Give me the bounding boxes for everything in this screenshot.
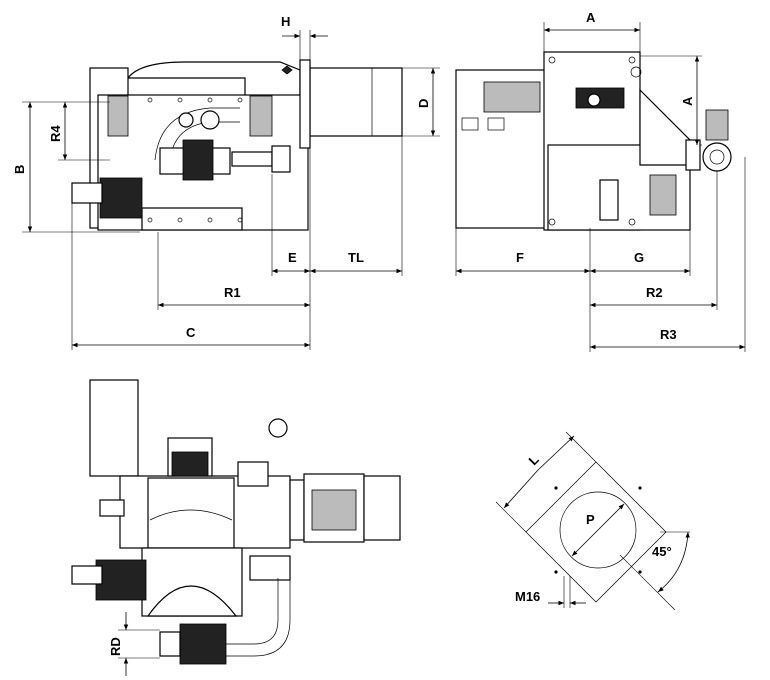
flange-detail: P L 45° M16 — [495, 431, 690, 611]
dim-r4-label: R4 — [48, 125, 63, 142]
dim-r2-label: R2 — [646, 285, 663, 300]
dim-p-label: P — [586, 512, 595, 527]
dim-a-side-label: A — [680, 96, 695, 106]
dim-b-label: B — [12, 165, 27, 174]
front-view — [455, 51, 732, 231]
side-view-dimensions: H D R4 B E TL R1 C — [12, 14, 440, 350]
dim-tl-label: TL — [348, 250, 364, 265]
front-view-dimensions: A A F G R2 R3 — [455, 10, 746, 352]
dim-c-label: C — [186, 325, 196, 340]
dim-r1-label: R1 — [224, 285, 241, 300]
dim-f-label: F — [516, 250, 524, 265]
dim-angle-label: 45° — [652, 544, 672, 559]
dim-l-label: L — [526, 452, 542, 468]
top-view-dimensions: RD — [108, 612, 160, 676]
dim-a-top-label: A — [586, 10, 596, 25]
side-view — [71, 59, 403, 231]
dim-e-label: E — [288, 250, 297, 265]
top-view — [71, 379, 401, 665]
dim-r3-label: R3 — [660, 327, 677, 342]
dim-g-label: G — [634, 250, 644, 265]
dim-m16-label: M16 — [515, 589, 540, 604]
dim-rd-label: RD — [108, 637, 123, 656]
dim-h-label: H — [281, 14, 290, 29]
dim-d-label: D — [416, 99, 431, 108]
